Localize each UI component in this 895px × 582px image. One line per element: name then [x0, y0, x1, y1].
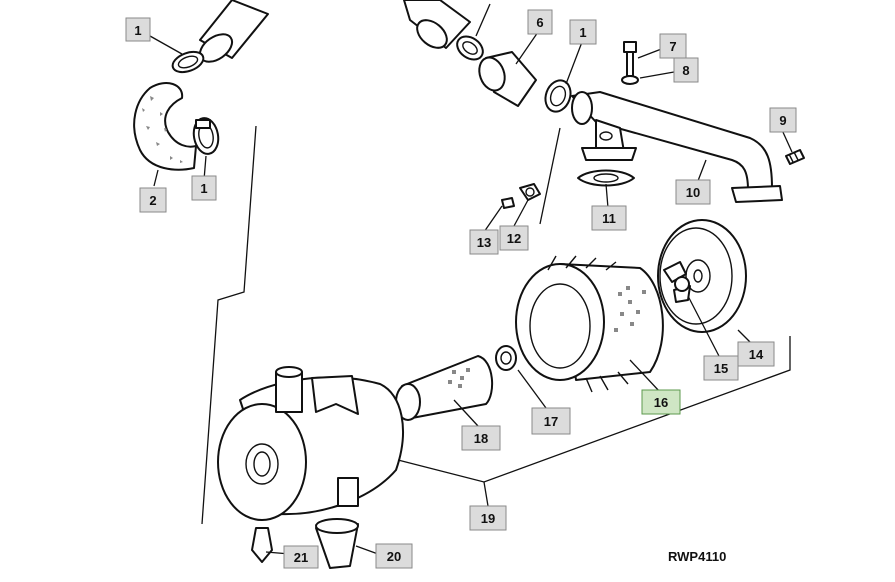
washer-8	[621, 75, 639, 85]
callout-19: 19	[469, 505, 507, 531]
hose-connector-6	[478, 51, 537, 107]
hose-clamp-mid-left	[192, 117, 220, 155]
callout-label: 21	[294, 550, 308, 565]
primary-element-16	[515, 255, 664, 393]
callout-label: 1	[200, 181, 207, 196]
callout-label: 10	[686, 185, 700, 200]
callout-18: 18	[461, 425, 501, 451]
nipple-13	[501, 197, 515, 209]
hose-clamp-center	[456, 35, 484, 61]
intake-pipe	[571, 91, 783, 203]
callout-label: 1	[579, 25, 586, 40]
valve-21	[251, 527, 273, 563]
callout-14: 14	[737, 341, 775, 367]
callout-12: 12	[499, 225, 529, 251]
dust-cup-20	[315, 518, 359, 569]
callout-10: 10	[675, 179, 711, 205]
callout-11: 11	[591, 205, 627, 231]
callout-label: 18	[474, 431, 488, 446]
fitting-12	[519, 183, 541, 201]
callout-label: 8	[682, 63, 689, 78]
callout-15: 15	[703, 355, 739, 381]
callout-label: 20	[387, 549, 401, 564]
callout-label: 13	[477, 235, 491, 250]
assembly-bracket-lines	[201, 125, 791, 525]
callout-label: 1	[134, 23, 141, 38]
upper-hose-left	[198, 0, 269, 63]
callout-21: 21	[283, 545, 319, 569]
elbow-hose	[133, 82, 197, 171]
nut-17	[495, 345, 517, 371]
callout-label: 9	[779, 113, 786, 128]
callout-17: 17	[531, 407, 571, 435]
callout-13: 13	[469, 229, 499, 255]
callout-label: 17	[544, 414, 558, 429]
bolt-7	[623, 41, 637, 77]
callout-6: 6	[527, 9, 553, 35]
callout-8: 8	[673, 57, 699, 83]
callout-1-top-left: 1	[125, 17, 151, 42]
hose-clamp-right	[544, 79, 572, 113]
callout-9: 9	[769, 107, 797, 133]
upper-hose-center	[403, 0, 471, 49]
callout-1-mid-left: 1	[191, 175, 217, 201]
callout-label: 19	[481, 511, 495, 526]
air-cleaner-housing	[217, 366, 404, 521]
callout-label: 16	[654, 395, 668, 410]
callout-label: 7	[669, 39, 676, 54]
callout-7: 7	[659, 33, 687, 59]
plug-9	[785, 149, 805, 165]
callout-16: 16	[641, 389, 681, 415]
callout-20: 20	[375, 543, 413, 569]
callout-label: 15	[714, 361, 728, 376]
callout-label: 14	[749, 347, 764, 362]
gasket-11	[577, 169, 635, 187]
wing-nut-15	[663, 261, 691, 303]
callout-label: 2	[149, 193, 156, 208]
callout-label: 12	[507, 231, 521, 246]
callout-label: 11	[602, 211, 616, 226]
callout-1-upper-right: 1	[569, 19, 597, 45]
drawing-code-label: RWP4110	[668, 549, 727, 564]
hose-clamp-upper-left	[171, 50, 205, 74]
callout-2: 2	[139, 187, 167, 213]
cover-14	[657, 219, 747, 333]
secondary-element-18	[395, 355, 494, 421]
callout-label: 6	[536, 15, 543, 30]
